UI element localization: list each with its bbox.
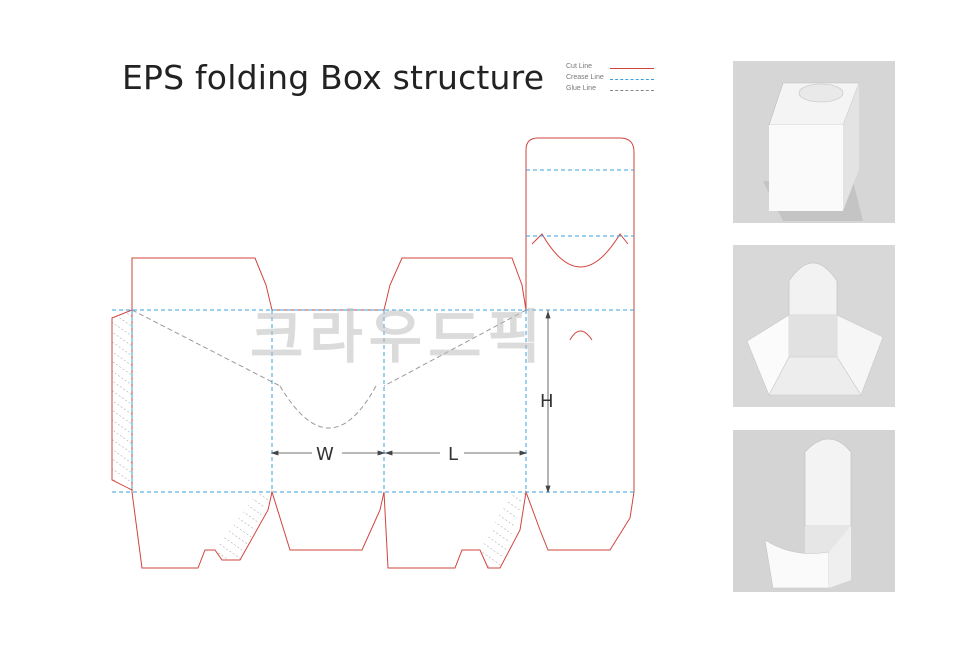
legend-crease-line: Crease Line <box>566 74 666 85</box>
length-label: L <box>448 444 458 465</box>
legend-label: Cut Line <box>566 63 593 70</box>
legend-label: Glue Line <box>566 85 596 92</box>
bottom-glue-panels <box>215 492 526 568</box>
tuck-arc <box>531 233 629 268</box>
glue-flap <box>111 309 133 491</box>
cut-outline <box>131 137 635 569</box>
line-legend: Cut Line Crease Line Glue Line <box>566 63 666 96</box>
legend-label: Crease Line <box>566 74 604 81</box>
watermark-text: 크라우드픽 <box>250 303 547 371</box>
photo-display-box <box>733 430 895 592</box>
width-label: W <box>316 444 334 465</box>
photo-open-box <box>733 245 895 407</box>
page-title: EPS folding Box structure <box>122 58 545 97</box>
legend-swatch <box>610 68 654 69</box>
thumb-notch <box>569 330 593 341</box>
legend-cut-line: Cut Line <box>566 63 666 74</box>
legend-glue-line: Glue Line <box>566 85 666 96</box>
box-dieline: W L H <box>111 137 635 569</box>
photo-closed-box <box>733 61 895 223</box>
legend-swatch <box>610 79 654 80</box>
legend-swatch <box>610 90 654 91</box>
height-label: H <box>540 391 554 412</box>
crease-lines <box>112 169 634 493</box>
glue-lines <box>131 309 527 429</box>
